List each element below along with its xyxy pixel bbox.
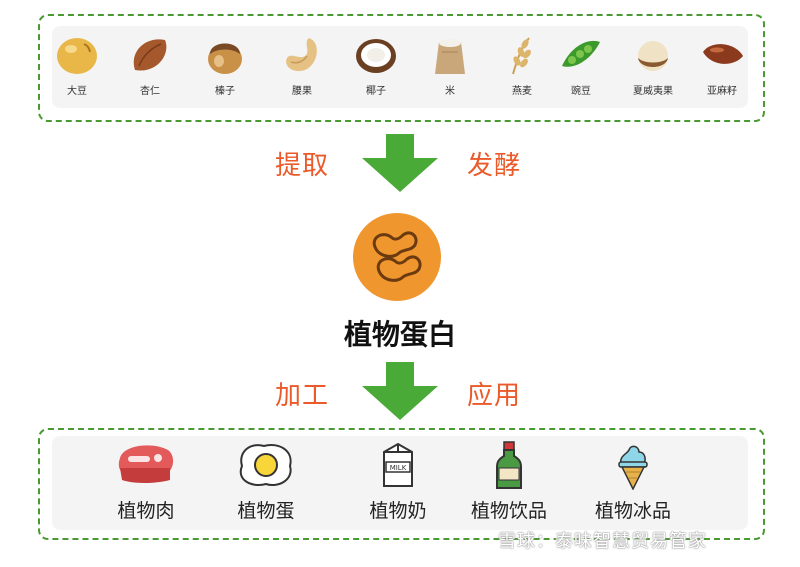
- ingredient-soybean: 大豆: [42, 34, 112, 97]
- product-label: 植物饮品: [470, 500, 547, 522]
- ingredient-cashew: 腰果: [267, 34, 337, 97]
- milk-carton-icon: MILK: [383, 442, 413, 487]
- ingredient-label: 豌豆: [571, 86, 591, 97]
- step2-left-label: 加工: [275, 381, 330, 411]
- ingredient-label: 亚麻籽: [707, 86, 737, 97]
- pea-icon: [562, 40, 600, 67]
- down-arrow-icon: [362, 362, 438, 420]
- ice-cream-icon: [618, 445, 648, 490]
- bean-icon: [353, 213, 441, 301]
- ingredient-label: 椰子: [366, 86, 386, 97]
- step1-left-label: 提取: [275, 151, 330, 181]
- ingredient-pea: 豌豆: [546, 34, 616, 97]
- step1-right-label: 发酵: [467, 151, 522, 181]
- step2-right-label: 应用: [467, 381, 522, 411]
- product-icecream: 植物冰品: [573, 440, 693, 523]
- egg-icon: [239, 444, 292, 486]
- soybean-icon: [57, 38, 97, 74]
- rice-sack-icon: [435, 39, 465, 74]
- ingredient-coconut: 椰子: [341, 34, 411, 97]
- ingredient-label: 燕麦: [512, 86, 532, 97]
- watermark: 雪球：泰味智慧贸易管家: [498, 531, 707, 552]
- ingredient-oat: 燕麦: [487, 34, 557, 97]
- core-title: 植物蛋白: [343, 318, 456, 351]
- oat-icon: [512, 37, 531, 75]
- ingredient-label: 夏威夷果: [633, 86, 673, 97]
- coconut-icon: [356, 39, 396, 73]
- ingredients-frame: [38, 14, 765, 122]
- product-milk: MILK 植物奶: [338, 440, 458, 523]
- macadamia-icon: [638, 41, 668, 71]
- ingredient-label: 米: [445, 86, 455, 97]
- product-label: 植物奶: [369, 500, 427, 522]
- product-egg: 植物蛋: [206, 440, 326, 523]
- product-label: 植物蛋: [237, 500, 295, 522]
- ingredient-label: 大豆: [67, 86, 87, 97]
- ingredient-label: 榛子: [215, 86, 235, 97]
- product-drink: 植物饮品: [449, 440, 569, 523]
- ingredients-panel: [52, 26, 748, 108]
- ingredient-almond: 杏仁: [115, 34, 185, 97]
- ingredient-label: 杏仁: [140, 86, 160, 97]
- meat-icon: [118, 445, 174, 483]
- product-label: 植物冰品: [594, 500, 671, 522]
- ingredient-flaxseed: 亚麻籽: [687, 34, 757, 97]
- hazelnut-icon: [208, 43, 242, 74]
- down-arrow-icon: [362, 134, 438, 192]
- ingredient-macadamia: 夏威夷果: [618, 34, 688, 97]
- cashew-icon: [286, 38, 317, 72]
- flaxseed-icon: [703, 44, 743, 64]
- ingredient-hazelnut: 榛子: [190, 34, 260, 97]
- product-meat: 植物肉: [86, 440, 206, 523]
- product-label: 植物肉: [117, 500, 175, 522]
- products-frame: [38, 428, 765, 540]
- almond-icon: [133, 39, 167, 71]
- ingredient-rice: 米: [415, 34, 485, 97]
- ingredient-label: 腰果: [292, 86, 312, 97]
- svg-text:MILK: MILK: [390, 464, 407, 472]
- bottle-icon: [496, 441, 522, 489]
